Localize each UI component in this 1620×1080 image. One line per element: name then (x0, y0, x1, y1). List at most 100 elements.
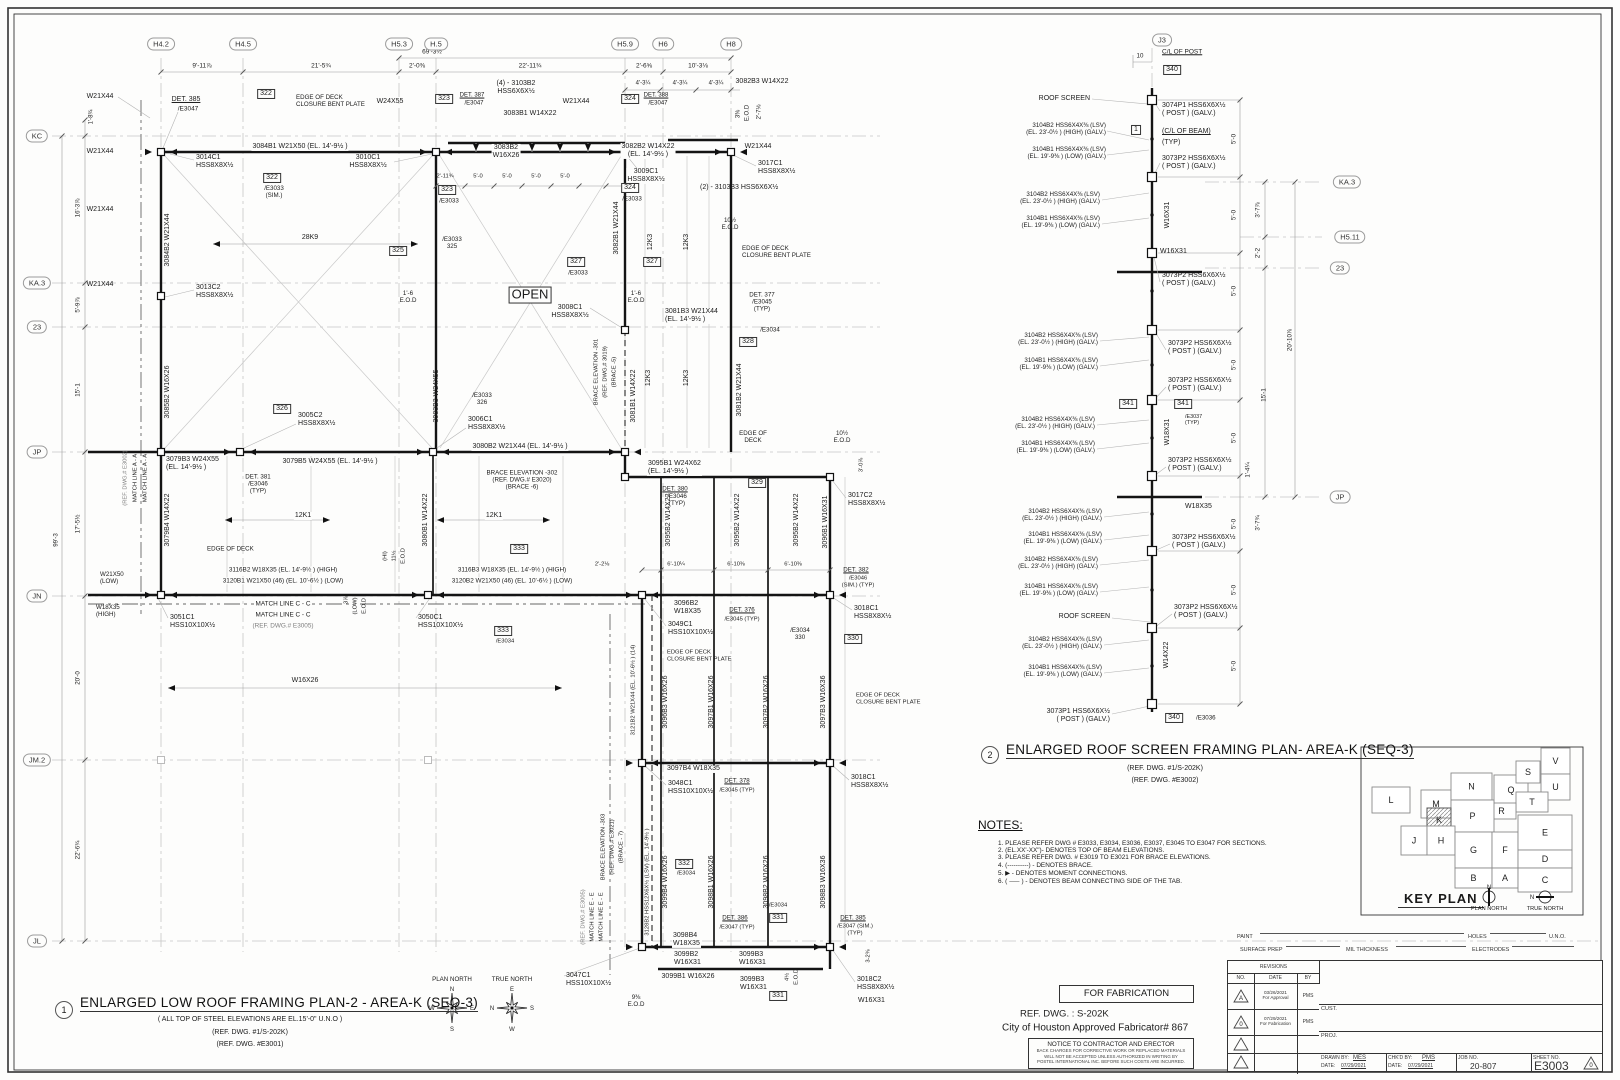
annotation: MATCH LINE E - E (598, 892, 605, 942)
annotation: /E3037 (TYP) (1185, 413, 1203, 426)
annotation: /E3034 (768, 902, 788, 909)
annotation: /E3046 (TYP) (667, 492, 687, 507)
annotation: (REF. DWG.# E3002) (122, 450, 129, 506)
mil-thickness-label: MIL THICKNESS (1346, 947, 1388, 953)
annotation: 333 (494, 625, 512, 637)
annotation: 2'-0⅜ (408, 62, 426, 70)
annotation: 3098B2 W16X26 (762, 855, 770, 909)
annotation: OPEN (508, 286, 552, 304)
annotation: 340 (1163, 64, 1181, 76)
annotation: 331 (769, 990, 787, 1002)
grid-bubble: H8 (720, 37, 742, 51)
grid-bubble: KC (25, 129, 49, 143)
sheet-number: E3003 (1534, 1059, 1569, 1073)
keyplan-area: K (1436, 815, 1442, 825)
compass-letter: N (450, 987, 454, 993)
annotation: 3080B1 W14X22 (421, 493, 429, 547)
annotation: 3014C1 HSS8X8X½ (196, 153, 234, 169)
annotation: 5'-0 (531, 173, 541, 180)
annotation: 3082B3 W14X22 (735, 77, 789, 85)
annotation: 3084B2 W21X44 (163, 213, 171, 267)
compass-letter: W (509, 1027, 515, 1033)
drawn-by-label: DRAWN BY: (1321, 1055, 1349, 1061)
annotation: /E3033 (568, 269, 588, 277)
annotation: E.O.D (400, 548, 407, 564)
annotation: 12K1 (484, 511, 504, 521)
annotation: /E3047 (648, 100, 668, 107)
keyplan-title: KEY PLAN (1398, 891, 1484, 908)
annotation: 332 (675, 858, 693, 870)
annotation: 3010C1 HSS8X8X½ (349, 153, 387, 169)
annotation: 3080B2 W21X44 (EL. 14'-9½ ) (471, 442, 569, 452)
annotation: W16X31 (1163, 201, 1171, 229)
annotation: MATCH LINE C - C (254, 600, 312, 608)
annotation: /E3033 326 (472, 391, 492, 406)
annotation: 4½ (784, 972, 791, 982)
grid-bubble: H5.9 (611, 37, 639, 51)
revision-by: PMS (1302, 993, 1314, 999)
annotation: 5'-0 (1230, 285, 1238, 297)
annotation: 2'-2 (1254, 247, 1262, 259)
annotation: 3097B1 W16X26 (707, 675, 715, 729)
annotation: 325 (389, 245, 407, 257)
annotation: (2) - 3103B3 HSS6X6X½ (700, 183, 779, 191)
compass-letter: W (429, 1006, 435, 1012)
annotation: EDGE OF DECK CLOSURE BENT PLATE (742, 244, 811, 259)
annotation: W18X31 (1163, 418, 1171, 446)
drawn-date: 07/29/2021 (1341, 1063, 1367, 1069)
annotation: 5'-0 (1230, 359, 1238, 371)
grid-bubble: H4.2 (147, 37, 175, 51)
annotation: 3018C1 HSS8X8X½ (854, 604, 892, 620)
annotation: 3⅞ (343, 595, 350, 605)
note-item: 4. (----------) - DENOTES BRACE. (998, 861, 1093, 869)
annotation: 5'-0 (560, 173, 570, 180)
annotation: 3009C1 HSS8X8X½ (626, 167, 666, 185)
annotation: 10 (1136, 52, 1144, 60)
annotation: 6'-10⅜ (784, 561, 802, 568)
annotation: EDGE OF DECK CLOSURE BENT PLATE (667, 649, 732, 662)
annotation: 3104B1 HSS6X4X⅜ (LSV) (EL. 19'-9⅜ ) (LOW… (1021, 214, 1100, 229)
keyplan-plan-north: PLAN NORTH (1471, 906, 1507, 912)
annotation: /E3033 (439, 197, 459, 205)
keyplan-area: A (1502, 873, 1508, 883)
annotation: 3073P2 HSS6X6X½ ( POST ) (GALV.) (1168, 456, 1232, 472)
annotation: 9'-11⅞ (192, 62, 212, 70)
annotation: 1'-6 E.O.D (399, 289, 417, 304)
compass-letter: S (450, 1027, 454, 1033)
annotation: 5'-0 (1230, 432, 1238, 444)
annotation: 3073P2 HSS6X6X½ ( POST ) (GALV.) (1162, 271, 1226, 287)
keyplan-area: L (1388, 795, 1393, 805)
annotation: 323 (438, 184, 456, 196)
annotation: MATCH LINE C - C (255, 611, 311, 619)
plan1-number: 1 (55, 1001, 73, 1019)
annotation: 341 (1174, 398, 1192, 410)
annotation: 69'-3½ (422, 48, 442, 56)
annotation: EDGE OF DECK CLOSURE BENT PLATE (296, 93, 365, 108)
annotation: BRACE ELEVATION -303 (600, 813, 607, 881)
annotation: W16X31 (858, 996, 885, 1004)
annotation: 331 (769, 912, 787, 924)
plan-north-label: PLAN NORTH (432, 976, 472, 983)
annotation: W21X44 (744, 142, 772, 150)
notice-box: NOTICE TO CONTRACTOR AND ERECTOR BACK CH… (1028, 1038, 1194, 1069)
annotation: /E3034 330 (790, 626, 810, 641)
annotation: 5'-9⅞ (74, 297, 82, 313)
annotation: 3082B2 W14X22 (EL. 14'-9½ ) (620, 142, 676, 160)
annotation: DET. 386 (722, 914, 748, 922)
annotation: 6'-10¼ (667, 561, 685, 568)
keyplan-area: R (1498, 806, 1505, 816)
keyplan-area: U (1552, 782, 1559, 792)
annotation: 3048C1 HSS10X10X½ (668, 779, 714, 795)
revision-by (1297, 1053, 1319, 1071)
annotation: (4) - 3103B2 HSS6X6X½ (496, 79, 536, 95)
annotation: 324 (621, 182, 639, 194)
note-item: 2. (EL.XX'-XX")- DENOTES TOP OF BEAM ELE… (998, 847, 1165, 855)
revision-by: PMS (1302, 1019, 1314, 1025)
annotation: /E3047 (TYP) (719, 924, 755, 931)
annotation: 3081B2 W21X44 (735, 363, 743, 417)
annotation: 6'-10⅜ (727, 561, 745, 568)
annotation: 3085B2 W16X26 (163, 365, 171, 419)
annotation: 3018C1 HSS8X8X½ (851, 773, 889, 789)
